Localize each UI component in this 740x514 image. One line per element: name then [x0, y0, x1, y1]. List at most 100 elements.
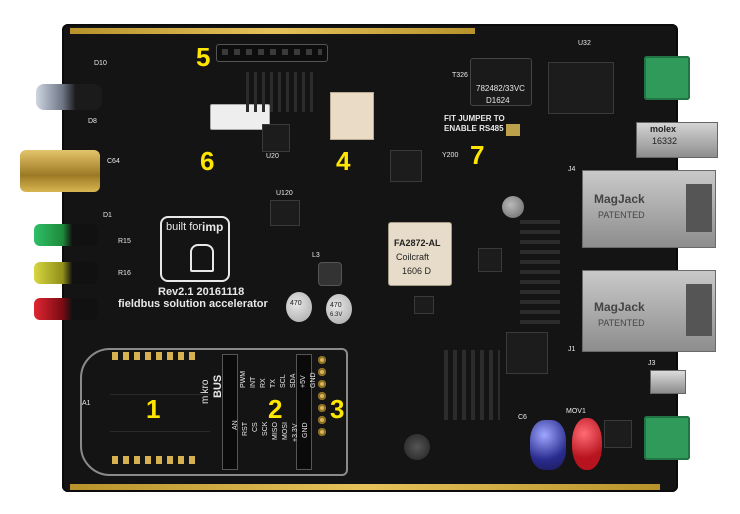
- molex-connector: [636, 122, 718, 158]
- sma-connector: [20, 150, 100, 192]
- pin-label-an: AN: [232, 420, 239, 430]
- designator-j6: J4: [568, 166, 576, 173]
- enable-rs485-text: ENABLE RS485: [444, 124, 504, 133]
- ic-center-right: [478, 248, 502, 272]
- white-led: [36, 84, 102, 110]
- callout-7: 7: [470, 140, 485, 170]
- bridge-rectifier: [604, 420, 632, 448]
- mikrobus-side-pins: [318, 356, 326, 442]
- designator-j4: J1: [568, 346, 576, 353]
- pin-label-scl: SCL: [280, 374, 287, 388]
- blue-capacitor: [530, 420, 566, 470]
- designator-t326: T326: [452, 72, 468, 79]
- pin-label-int: INT: [250, 376, 257, 388]
- imp-logo: [160, 216, 230, 282]
- ic-bottom-left: [414, 296, 434, 314]
- bottom-terminal-block: [644, 416, 690, 460]
- pin-label-gnd-right: GND: [310, 372, 317, 388]
- small-inductor: [318, 262, 342, 286]
- transformer-code: D1624: [486, 96, 510, 105]
- cap2-value: 470: [330, 302, 342, 309]
- bottom-gold-strip: [70, 484, 660, 490]
- designator-y200: Y200: [442, 152, 459, 159]
- designator-c6: C6: [518, 414, 527, 421]
- designator-j1: J3: [648, 360, 656, 367]
- cap1-value: 470: [290, 300, 302, 307]
- designator-a1: A1: [82, 400, 91, 407]
- bus-text: BUS: [212, 374, 224, 398]
- mikrobus-left-pin-labels: AN RST CS SCK MISO MOSI +3.3V GND: [232, 420, 312, 470]
- ic-u5: [390, 150, 422, 182]
- electrolytic-capacitor-1: [286, 292, 312, 322]
- pin-label-rx: RX: [260, 378, 267, 388]
- inductor-brand: Coilcraft: [396, 252, 430, 262]
- top-gold-strip: [70, 28, 475, 34]
- pin-label-5v: +5V: [300, 375, 307, 388]
- product-text: fieldbus solution accelerator: [118, 298, 268, 310]
- designator-u32: U32: [578, 40, 591, 47]
- mikrobus-pad-row-bottom: [112, 456, 196, 464]
- callout-2: 2: [268, 394, 283, 424]
- magjack-upper-label: MagJack: [594, 192, 645, 206]
- imp-plug-icon: [190, 244, 214, 272]
- designator-r16: R16: [118, 270, 131, 277]
- module-traces: [110, 394, 210, 432]
- designator-mov1: MOV1: [566, 408, 586, 415]
- rj45-lower-port: [686, 284, 712, 336]
- top-terminal-block: [644, 56, 690, 100]
- rj45-upper-port: [686, 184, 712, 232]
- mikrobus-outline: [80, 348, 348, 476]
- electrolytic-capacitor-3: [502, 196, 524, 218]
- designator-d8: D8: [88, 118, 97, 125]
- designator-u20: U20: [266, 153, 279, 160]
- pin: [318, 368, 326, 376]
- lan-transformer: [470, 58, 532, 106]
- designator-u120: U120: [276, 190, 293, 197]
- ic-u32: [548, 62, 614, 114]
- pin-label-sda: SDA: [290, 373, 297, 388]
- red-led: [34, 298, 98, 320]
- patented-lower-label: PATENTED: [598, 318, 645, 328]
- designator-d1: D1: [103, 212, 112, 219]
- patented-upper-label: PATENTED: [598, 210, 645, 220]
- green-led: [34, 224, 98, 246]
- electrolytic-capacitor-2: [326, 294, 352, 324]
- designator-r15: R15: [118, 238, 131, 245]
- mikrobus-pad-row-top: [112, 352, 196, 360]
- smd-components-cluster-c: [246, 72, 316, 112]
- pin: [318, 380, 326, 388]
- callout-1: 1: [146, 394, 161, 424]
- mikrobus-socket-left: [222, 354, 238, 470]
- designator-c64: C64: [107, 158, 120, 165]
- pin: [318, 428, 326, 436]
- pin: [318, 356, 326, 364]
- pin: [318, 416, 326, 424]
- transformer-part: 782482/33VC: [476, 84, 525, 93]
- jumper-pins: [506, 124, 520, 136]
- top-header-pins: [222, 49, 322, 55]
- revision-text: Rev2.1 20161118: [158, 286, 245, 298]
- callout-6: 6: [200, 146, 215, 176]
- mini-usb-port: [650, 370, 686, 394]
- pin: [318, 392, 326, 400]
- callout-4: 4: [336, 146, 351, 176]
- power-inductor: [404, 434, 430, 460]
- callout-3: 3: [330, 394, 345, 424]
- built-for-text: built for: [166, 221, 203, 233]
- smd-components-cluster-b: [444, 350, 500, 420]
- magjack-lower-label: MagJack: [594, 300, 645, 314]
- cap2-voltage: 6.3V: [330, 312, 343, 318]
- pin-label-pwm: PWM: [240, 370, 247, 388]
- smd-components-cluster-a: [520, 214, 560, 324]
- molex-text: molex: [650, 124, 677, 134]
- molex-part: 16332: [652, 136, 678, 146]
- designator-d10: D10: [94, 60, 107, 67]
- imp-module: [330, 92, 374, 140]
- designator-l3: L3: [312, 252, 320, 259]
- ic-u20: [262, 124, 290, 152]
- callout-5: 5: [196, 42, 211, 72]
- red-mov: [572, 418, 602, 470]
- imp-text: imp: [202, 220, 224, 234]
- pin: [318, 404, 326, 412]
- ethernet-phy-ic: [506, 332, 548, 374]
